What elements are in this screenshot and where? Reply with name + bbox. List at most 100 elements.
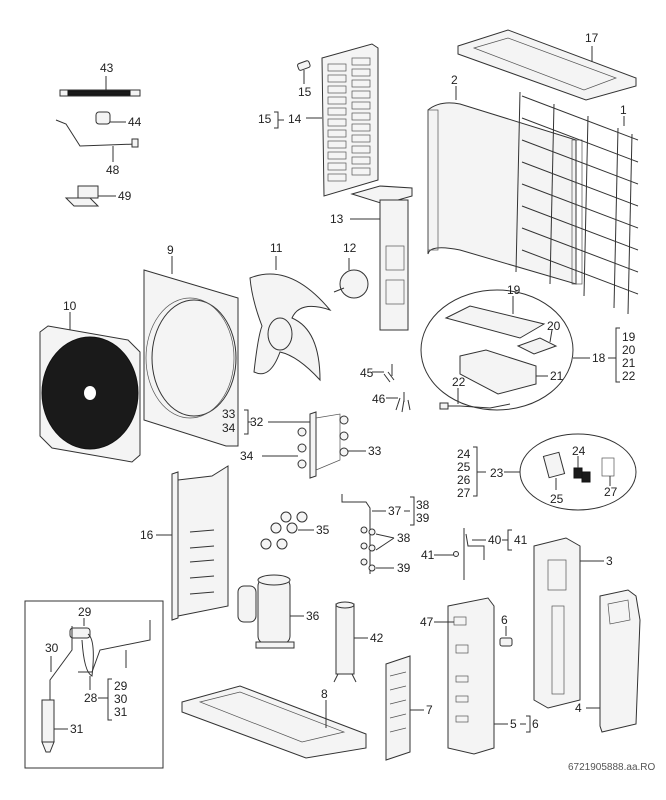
label-29: 29 xyxy=(78,605,92,619)
guard-wire xyxy=(521,249,639,295)
grille-slot xyxy=(351,79,371,88)
part-13-motor-bracket xyxy=(350,185,413,331)
label-30-sub: 30 xyxy=(114,692,128,706)
part-7-rear-grille xyxy=(385,655,424,761)
bracket-18 xyxy=(615,327,620,383)
label-25-sub: 25 xyxy=(457,460,471,474)
label-41: 41 xyxy=(421,548,435,562)
grille-slot xyxy=(351,112,371,121)
label-34: 34 xyxy=(240,449,254,463)
part-9-front-panel xyxy=(143,256,239,447)
label-38-sub: 38 xyxy=(416,498,430,512)
bracket-23 xyxy=(473,446,478,497)
guard-wire xyxy=(521,205,639,251)
label-21-sub: 21 xyxy=(622,356,636,370)
label-24-sub: 24 xyxy=(457,447,471,461)
label-16: 16 xyxy=(140,528,154,542)
grille-slot xyxy=(351,156,371,165)
part-10-fan-grille xyxy=(39,312,141,463)
guard-wire xyxy=(515,91,521,273)
guard-wire xyxy=(521,95,639,141)
label-7: 7 xyxy=(426,703,433,717)
grille-slot xyxy=(327,96,347,105)
bracket-32 xyxy=(244,409,249,435)
grille-slot xyxy=(351,90,371,99)
label-30: 30 xyxy=(45,641,59,655)
label-48: 48 xyxy=(106,163,120,177)
label-6: 6 xyxy=(501,613,508,627)
guard-wire xyxy=(521,139,639,185)
guard-wire xyxy=(583,115,589,297)
part-2-condenser-coil xyxy=(427,86,583,285)
part-5-front-side-panel xyxy=(434,597,508,755)
label-8: 8 xyxy=(321,687,328,701)
label-36: 36 xyxy=(306,609,320,623)
part-18-control-box-detail xyxy=(420,289,590,411)
grille-slot xyxy=(327,140,347,149)
label-42: 42 xyxy=(370,631,384,645)
grille-slot xyxy=(351,57,371,66)
label-39-sub: 39 xyxy=(416,511,430,525)
label-41-sub: 41 xyxy=(514,533,528,547)
grille-slot xyxy=(327,107,347,116)
part-16-partition-plate xyxy=(156,465,229,621)
label-10: 10 xyxy=(63,299,77,313)
label-27: 27 xyxy=(604,485,618,499)
bracket-37 xyxy=(410,496,415,526)
label-5: 5 xyxy=(510,717,517,731)
label-4: 4 xyxy=(575,701,582,715)
grille-slot xyxy=(327,162,347,171)
grille-slot xyxy=(351,167,371,176)
part-8-base-pan xyxy=(181,685,367,759)
label-21: 21 xyxy=(550,369,564,383)
part-6-clip xyxy=(499,626,513,647)
grille-slot xyxy=(327,63,347,72)
guard-wire xyxy=(521,183,639,229)
part-49-module xyxy=(64,185,116,207)
label-31-sub: 31 xyxy=(114,705,128,719)
label-20-sub: 20 xyxy=(622,343,636,357)
label-38: 38 xyxy=(397,531,411,545)
part-11-fan-blade xyxy=(249,256,332,382)
grille-slot xyxy=(351,101,371,110)
part-42-accumulator xyxy=(333,601,368,683)
part-45-cable xyxy=(372,364,395,383)
label-35: 35 xyxy=(316,523,330,537)
label-15: 15 xyxy=(298,85,312,99)
label-29-sub: 29 xyxy=(114,679,128,693)
guard-wire xyxy=(521,161,639,207)
part-3-right-side-panel xyxy=(533,537,604,709)
label-34-sub: 34 xyxy=(222,421,236,435)
label-32: 32 xyxy=(250,415,264,429)
bracket-5 xyxy=(526,715,531,733)
bracket-14 xyxy=(274,111,279,129)
part-43-insulation-strip xyxy=(59,76,141,97)
label-43: 43 xyxy=(100,61,114,75)
label-19: 19 xyxy=(507,283,521,297)
grille-slot xyxy=(327,151,347,160)
label-22-sub: 22 xyxy=(622,369,636,383)
label-19-sub: 19 xyxy=(622,330,636,344)
label-15-bracket: 15 xyxy=(258,112,272,126)
label-9: 9 xyxy=(167,243,174,257)
part-40-pipe xyxy=(434,528,486,580)
grille-slot xyxy=(327,118,347,127)
label-46: 46 xyxy=(372,392,386,406)
grille-slot xyxy=(351,123,371,132)
part-4-handle-cover xyxy=(586,589,641,733)
label-45: 45 xyxy=(360,366,374,380)
part-15-clip xyxy=(297,60,311,84)
part-32-valve-bracket xyxy=(262,411,366,479)
part-36-compressor xyxy=(237,574,304,649)
label-31: 31 xyxy=(70,722,84,736)
part-12-fan-motor xyxy=(333,258,369,299)
part-44-ferrite xyxy=(95,111,126,125)
grille-slot xyxy=(351,145,371,154)
part-37-pipe-assembly xyxy=(341,494,395,574)
label-24: 24 xyxy=(572,444,586,458)
part-23-terminal-kit xyxy=(504,433,637,511)
part-1-coil-guard xyxy=(515,91,639,315)
label-22: 22 xyxy=(452,375,466,389)
label-1: 1 xyxy=(620,103,627,117)
